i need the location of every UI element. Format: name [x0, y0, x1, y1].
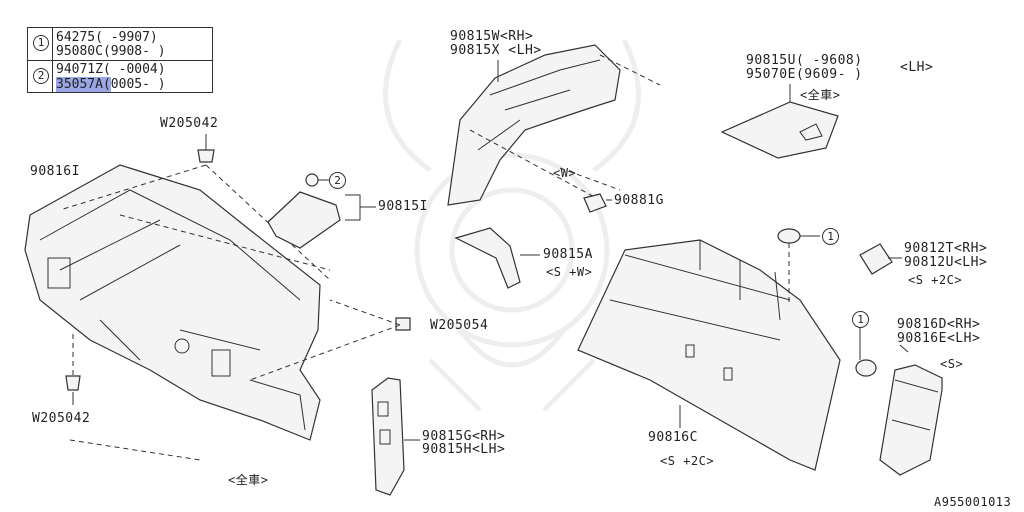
legend-divider: [52, 61, 53, 93]
legend-line-rest: 0005- ): [110, 77, 166, 92]
bracket-90815I: [267, 173, 376, 249]
panel-90816I: [24, 164, 321, 441]
legend-table: 1 64275( -9907) 95080C(9908- ) 2 94071Z(…: [27, 27, 213, 93]
label-s-2c-tag: <S +2C>: [908, 273, 963, 287]
legend-row: 1 64275( -9907) 95080C(9908- ): [28, 28, 212, 61]
legend-line: 64275( -9907): [56, 30, 158, 45]
label-90815X[interactable]: 90815X <LH>: [450, 43, 542, 58]
mat-90815U: [720, 84, 839, 159]
label-s-2c-tag: <S +2C>: [660, 454, 715, 468]
legend-line: 95080C(9908- ): [56, 44, 166, 59]
clip-90881G: [583, 193, 612, 213]
label-90816C[interactable]: 90816C: [648, 430, 698, 445]
bracket-90815A: [454, 227, 540, 289]
callout-2-marker[interactable]: 2: [329, 172, 346, 189]
watermark-emblem: [383, 38, 641, 412]
panel-90816C: [577, 239, 841, 471]
label-w205054[interactable]: W205054: [430, 318, 489, 333]
label-lh-tag: <LH>: [900, 60, 934, 75]
pad-90812T: [859, 243, 902, 275]
label-s-w-tag: <S +W>: [546, 265, 593, 279]
housing-90815W: [447, 44, 621, 206]
label-90815H[interactable]: 90815H<LH>: [422, 442, 506, 457]
label-90815W[interactable]: 90815W<RH>: [450, 29, 534, 44]
label-90815G[interactable]: 90815G<RH>: [422, 429, 506, 444]
label-90815I[interactable]: 90815I: [378, 199, 428, 214]
label-all-vehicles: <全車>: [228, 473, 269, 487]
plug-callout-1-top: [777, 228, 820, 305]
legend-row: 2 94071Z( -0004) 35057A(0005- ): [28, 61, 212, 93]
label-90816D[interactable]: 90816D<RH>: [897, 317, 981, 332]
label-90812U[interactable]: 90812U<LH>: [904, 255, 988, 270]
bracket-90815G: [371, 377, 420, 496]
bracket-90816D: [855, 326, 943, 476]
legend-number: 2: [33, 68, 49, 84]
label-90881G[interactable]: 90881G: [614, 193, 664, 208]
label-w-tag: <W>: [553, 166, 577, 180]
label-90815U[interactable]: 90815U( -9608): [746, 53, 863, 68]
label-90816E[interactable]: 90816E<LH>: [897, 331, 981, 346]
clip-w205042-bottom: [65, 375, 81, 405]
clip-w205042-top: [197, 134, 215, 163]
legend-number: 1: [33, 35, 49, 51]
legend-divider: [52, 28, 53, 60]
legend-line: 35057A(0005- ): [56, 77, 166, 92]
label-w205042-bottom[interactable]: W205042: [32, 411, 91, 426]
label-s-tag: <S>: [940, 357, 964, 371]
label-90812T[interactable]: 90812T<RH>: [904, 241, 988, 256]
label-w205042-top[interactable]: W205042: [160, 116, 219, 131]
diagram-id: A955001013: [934, 495, 1012, 509]
label-all-vehicles: <全車>: [800, 88, 841, 102]
label-95070E[interactable]: 95070E(9609- ): [746, 67, 863, 82]
label-90816I[interactable]: 90816I: [30, 164, 80, 179]
selected-part-highlight[interactable]: 35057A(: [56, 77, 111, 92]
callout-1-marker[interactable]: 1: [822, 228, 839, 245]
legend-line: 94071Z( -0004): [56, 62, 166, 77]
label-90815A[interactable]: 90815A: [543, 247, 593, 262]
callout-1-marker[interactable]: 1: [852, 311, 869, 328]
